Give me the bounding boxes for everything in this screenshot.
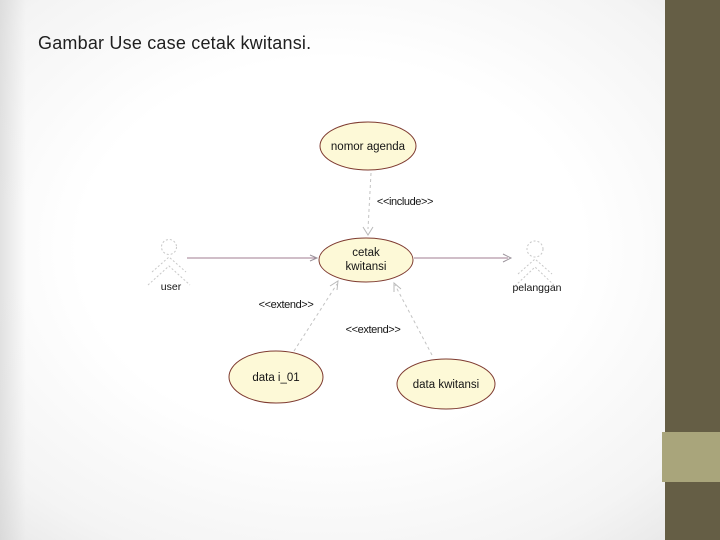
extend-link-data-kwitansi xyxy=(393,281,433,356)
sidebar-accent-block xyxy=(662,432,720,482)
association-user-cetak xyxy=(187,254,319,262)
extend-link-data-i-01 xyxy=(293,280,339,352)
stereotype-include-label: <<include>> xyxy=(377,196,433,208)
use-case-nomor-agenda: nomor agenda xyxy=(319,121,417,171)
use-case-data-kwitansi: data kwitansi xyxy=(396,358,496,410)
use-case-label: cetak xyxy=(352,247,380,259)
use-case-data-i-01: data i_01 xyxy=(228,350,324,404)
actor-user: user xyxy=(147,239,191,293)
use-case-label: kwitansi xyxy=(346,261,387,273)
actor-icon xyxy=(526,240,544,258)
include-link xyxy=(362,172,374,236)
actor-label: user xyxy=(161,281,182,293)
use-case-label: nomor agenda xyxy=(331,141,406,153)
stereotype-extend-label: <<extend>> xyxy=(346,324,401,336)
use-case-label: data i_01 xyxy=(252,372,299,384)
association-cetak-pelanggan xyxy=(414,253,513,263)
use-case-cetak-kwitansi: cetak kwitansi xyxy=(318,237,414,283)
actor-label: pelanggan xyxy=(512,282,561,294)
stereotype-extend-label: <<extend>> xyxy=(259,299,314,311)
slide-title: Gambar Use case cetak kwitansi. xyxy=(38,33,312,53)
use-case-label: data kwitansi xyxy=(413,379,479,391)
actor-icon xyxy=(161,239,177,255)
actor-pelanggan: pelanggan xyxy=(512,240,562,294)
